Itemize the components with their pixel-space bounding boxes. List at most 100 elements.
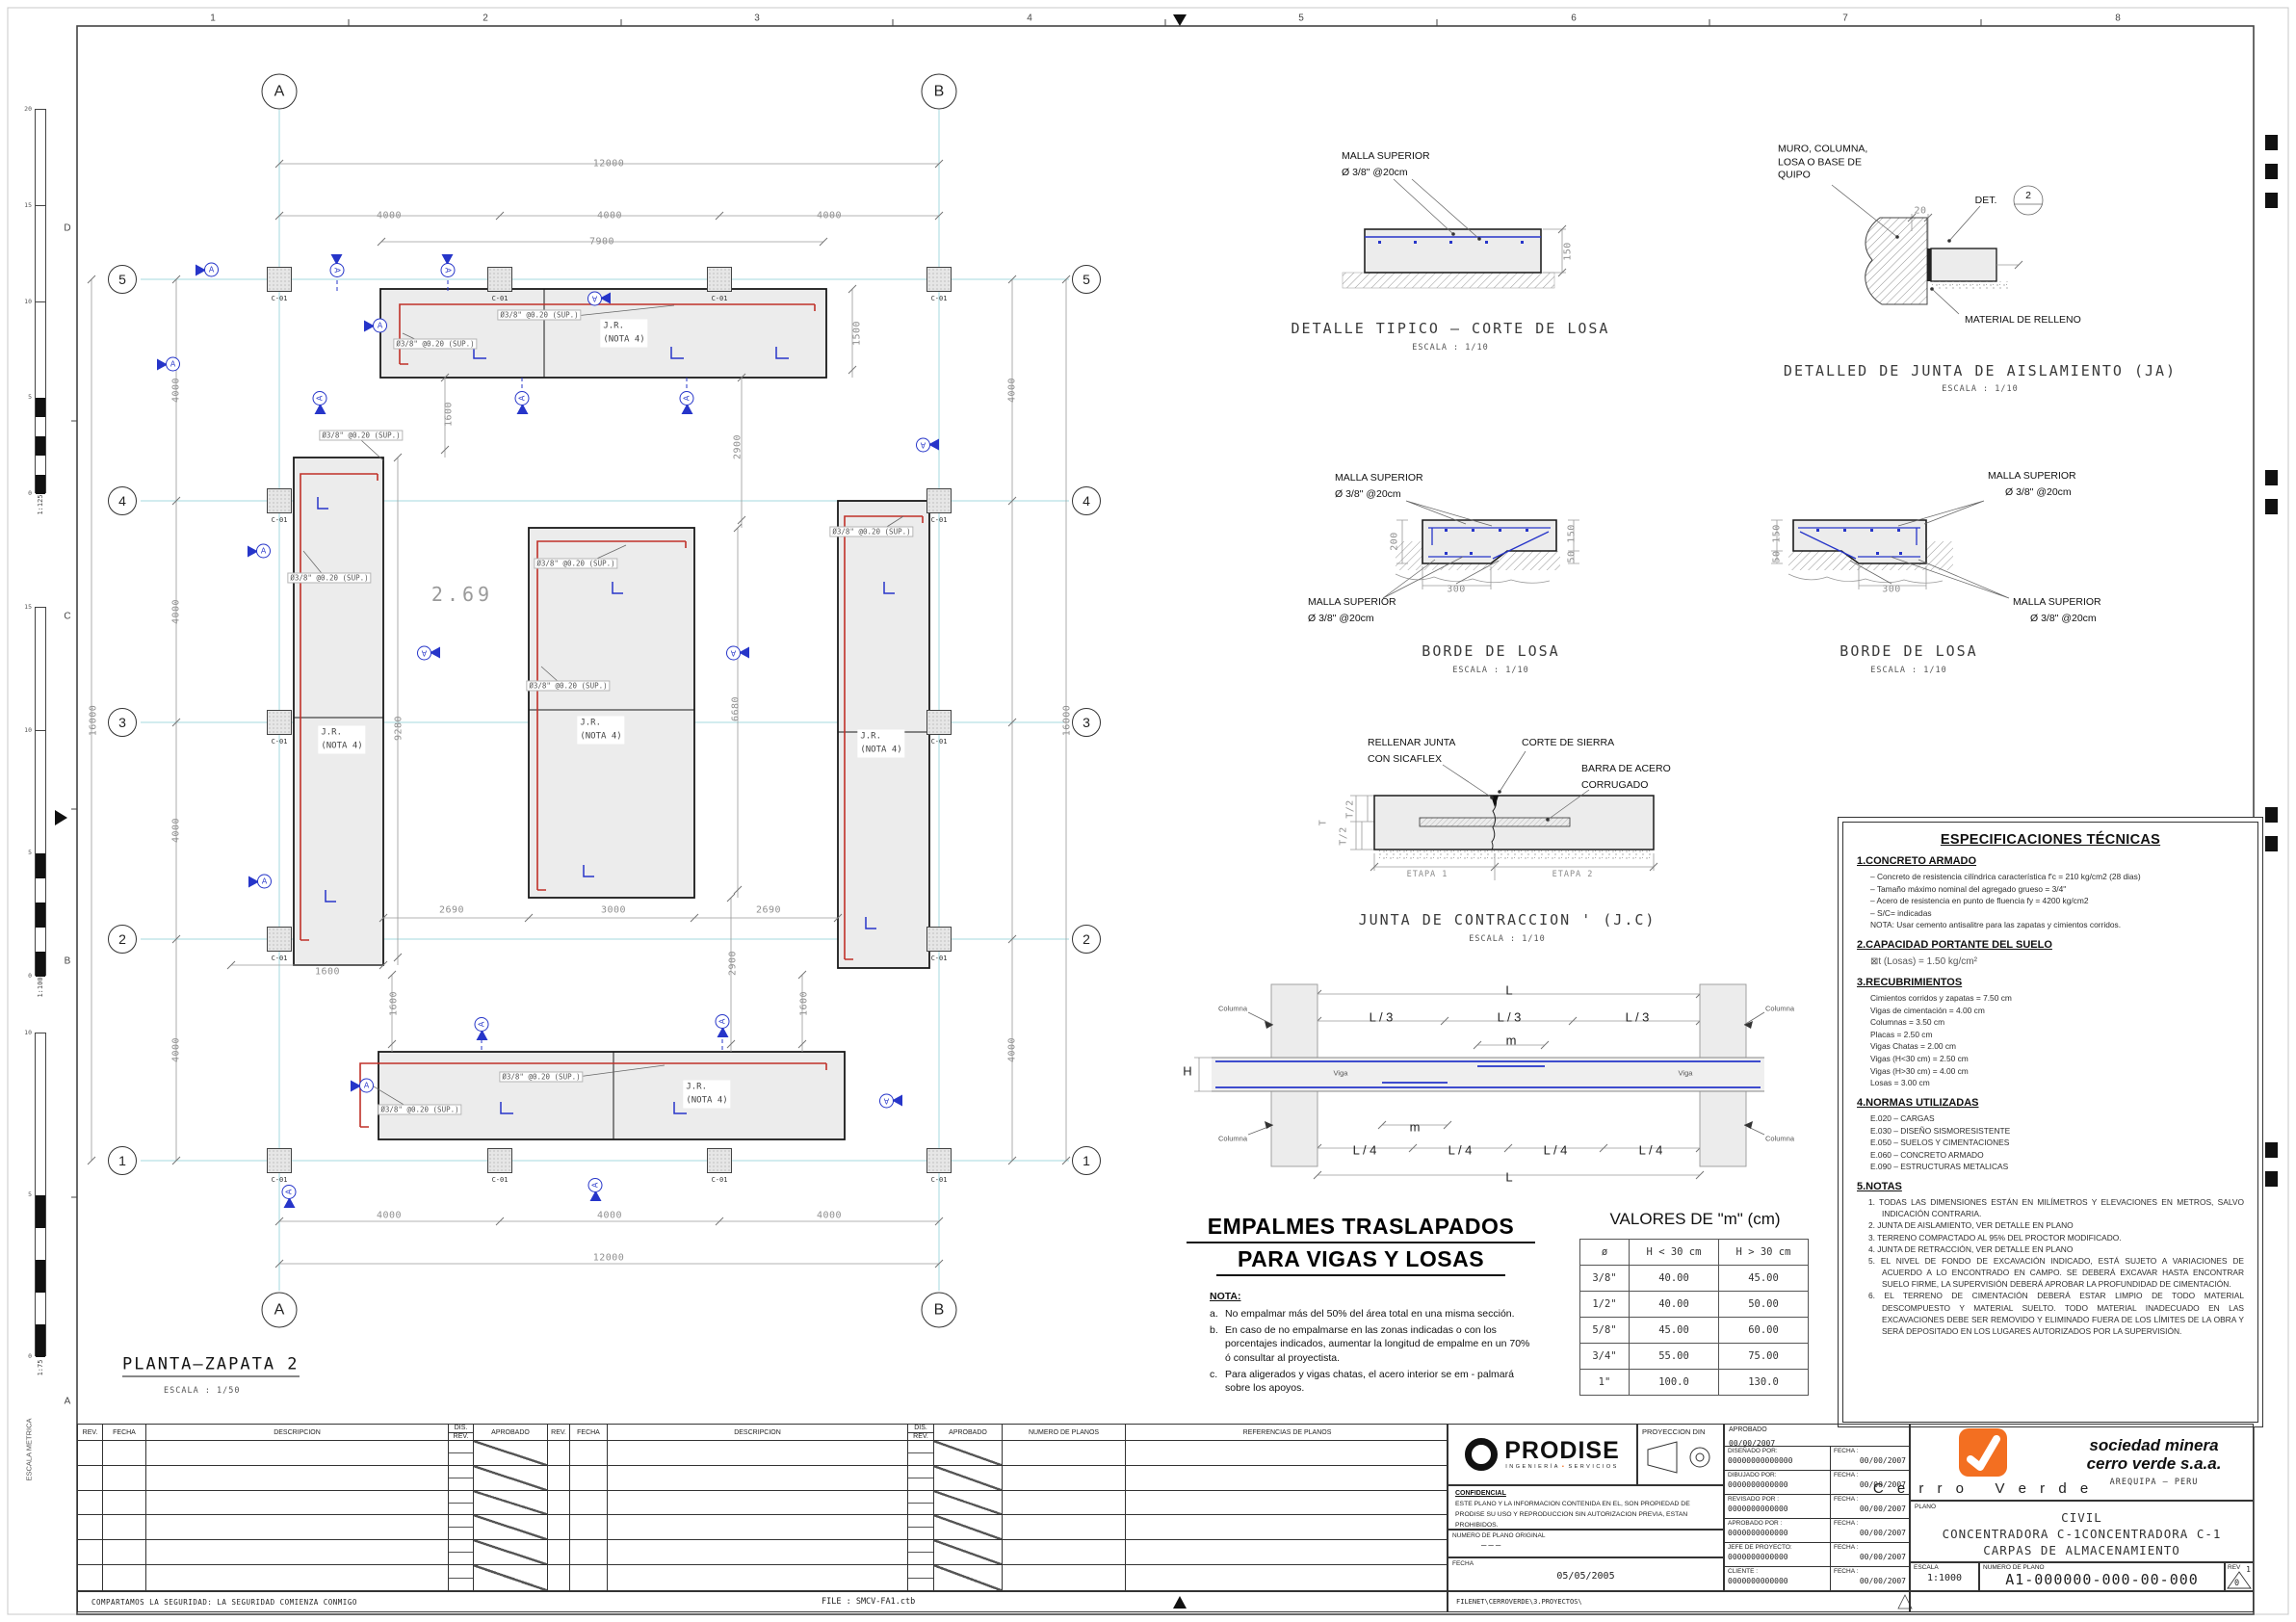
revision-cell: [570, 1465, 608, 1491]
scale-bar: [35, 109, 46, 494]
revision-cell: [934, 1490, 1003, 1516]
fecha-value: 00/00/2007: [1859, 1553, 1906, 1562]
annotation-bfl: L: [1505, 1169, 1513, 1185]
fecha-value: 00/00/2007: [1859, 1529, 1906, 1538]
scale-tick-label: 15: [24, 200, 32, 209]
revision-cell: [1126, 1515, 1448, 1541]
filenet-path: FILENET\CERROVERDE\3.PROYECTOS\: [1456, 1598, 1582, 1606]
revision-cell: [474, 1465, 548, 1491]
note-key: c.: [1210, 1368, 1218, 1380]
grid-bubble-5: 5: [1072, 265, 1101, 294]
section-marker: A: [312, 391, 327, 414]
espec-line: E.030 – DISEÑO SISMORESISTENTE: [1870, 1125, 2011, 1136]
revision-cell: [1003, 1465, 1126, 1491]
annotation-lbl: Ø 3/8" @20cm: [1335, 488, 1401, 501]
annotation-dim: 1600: [388, 990, 400, 1017]
revision-row: [78, 1490, 1448, 1516]
marker-letter: A: [726, 645, 741, 661]
annotation-tiny: Viga: [1678, 1068, 1693, 1078]
revision-header-cell: REFERENCIAS DE PLANOS: [1126, 1425, 1448, 1441]
annotation-ttl: DETALLE TIPICO – CORTE DE LOSA: [1291, 320, 1610, 337]
espec-section-heading: 5.NOTAS: [1857, 1180, 1902, 1192]
approval-value: 0000000000000: [1728, 1577, 1788, 1586]
scale-bar: [35, 1033, 46, 1357]
column-footing: [267, 927, 292, 952]
valores-cell: 100.0: [1629, 1369, 1719, 1396]
approval-date-cell: FECHA :00/00/2007: [1831, 1519, 1909, 1542]
espec-line: Vigas de cimentación = 4.00 cm: [1870, 1005, 1985, 1015]
revision-cell: [608, 1565, 908, 1590]
espec-line: Cimientos corridos y zapatas = 7.50 cm: [1870, 993, 2012, 1004]
scale-bar-label: 1:100: [37, 977, 44, 998]
revision-cell: [474, 1565, 548, 1590]
espec-line: Columnas = 3.50 cm: [1870, 1017, 1945, 1028]
annotation-dim: T/2: [1344, 799, 1356, 819]
proyeccion-din-box: PROYECCION DIN: [1637, 1424, 1724, 1485]
detail-corte-de-losa: [1342, 228, 1555, 289]
column-label: C-01: [711, 295, 728, 302]
revision-cell: [103, 1515, 146, 1541]
revision-cell: [548, 1441, 570, 1466]
annotation-ttl: BORDE DE LOSA: [1422, 642, 1560, 660]
revision-cell: [103, 1490, 146, 1516]
scale-tick-label: 10: [24, 297, 32, 305]
annotation-tiny: ESCALA METRICA: [24, 1418, 34, 1481]
revision-cell: [474, 1441, 548, 1466]
espec-line: Vigas (H<30 cm) = 2.50 cm: [1870, 1054, 1969, 1064]
filenet-box: FILENET\CERROVERDE\3.PROYECTOS\: [1448, 1591, 1910, 1612]
revision-cell: [608, 1515, 908, 1541]
annotation-dim: 2690: [438, 904, 465, 916]
plano-title-line: CIVIL: [2061, 1510, 2102, 1525]
column-label: C-01: [271, 516, 288, 524]
revision-cell: [1003, 1565, 1126, 1590]
fecha-box: FECHA 05/05/2005: [1448, 1557, 1724, 1591]
scale-tick-label: 0: [28, 489, 32, 497]
numero-plano-original-box: NUMERO DE PLANO ORIGINAL ———: [1448, 1530, 1724, 1557]
marker-letter: A: [373, 318, 387, 333]
scale-block: [36, 436, 45, 457]
numero-plano-original-value: ———: [1481, 1541, 1503, 1551]
annotation-dim: 300: [1447, 584, 1466, 595]
revision-cell: [934, 1465, 1003, 1491]
valores-header-cell: ø: [1579, 1239, 1630, 1266]
scale-tick: [36, 301, 45, 302]
revision-cell: [474, 1515, 548, 1541]
annotation-bfl: L / 4: [1352, 1142, 1377, 1158]
prodise-logo-box: PRODISE INGENIERÍA▪SERVICIOS: [1448, 1424, 1637, 1485]
revision-cell: [908, 1540, 934, 1566]
annotation-lbl: Ø 3/8" @20cm: [1342, 167, 1408, 179]
marker-arrow-icon: [248, 545, 258, 557]
grid-bubble-5: 5: [108, 265, 137, 294]
revision-cell: [146, 1441, 449, 1466]
file-name: FILE : SMCV-FA1.ctb: [822, 1597, 916, 1607]
annotation-dim: 1600: [798, 990, 810, 1017]
grid-bubble-3: 3: [108, 708, 137, 737]
revision-cell: [78, 1490, 103, 1516]
scale-tick-label: 5: [28, 1190, 32, 1198]
annotation-ttl: DETALLED DE JUNTA DE AISLAMIENTO (JA): [1783, 362, 2178, 379]
scale-block: [36, 475, 45, 494]
marker-letter: A: [256, 543, 271, 559]
annotation-mnum: 8: [2115, 13, 2121, 24]
revision-cell: [449, 1515, 474, 1541]
annotation-mnum: 1: [210, 13, 216, 24]
note-key: b.: [1210, 1324, 1218, 1337]
escala-box: ESCALA 1:1000: [1910, 1562, 1979, 1591]
section-marker: A: [916, 437, 939, 453]
smcv-location: AREQUIPA – PERU: [2109, 1478, 2199, 1488]
espec-line: Vigas Chatas = 2.00 cm: [1870, 1041, 1956, 1052]
empalmes-title-line2: PARA VIGAS Y LOSAS: [1216, 1246, 1505, 1276]
approval-date-cell: FECHA :00/00/2007: [1831, 1543, 1909, 1566]
annotation-dim: 16000: [1061, 704, 1073, 737]
annotation-dim: 4000: [376, 1210, 403, 1221]
section-marker: A: [351, 1078, 374, 1093]
annotation-sc: ESCALA : 1/10: [1870, 666, 1947, 675]
marker-letter: A: [715, 1014, 730, 1029]
